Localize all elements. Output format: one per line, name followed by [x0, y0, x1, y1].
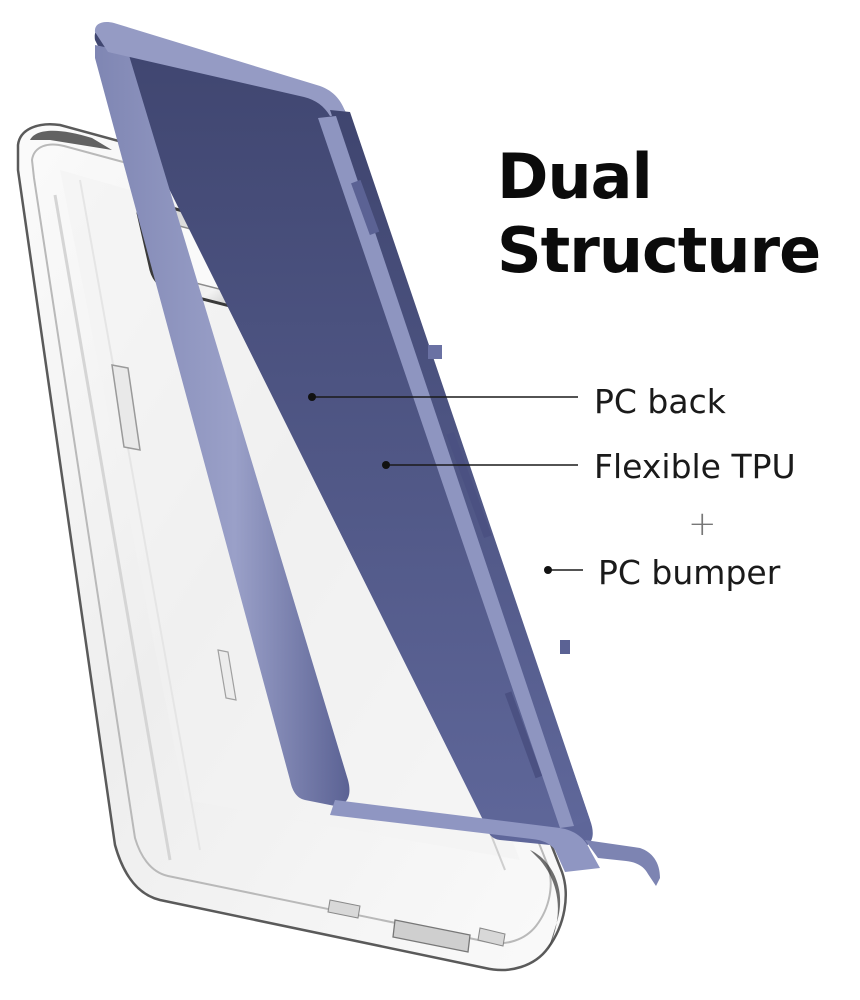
bumper-marker: [544, 566, 552, 574]
pc-bumper-frame: [94, 22, 660, 886]
headline: Dual Structure: [497, 140, 821, 288]
tpu-marker: [382, 461, 390, 469]
callout-pc-bumper: PC bumper: [598, 553, 781, 592]
callout-pc-back: PC back: [594, 382, 726, 421]
callout-flexible-tpu: Flexible TPU: [594, 447, 796, 486]
headline-line-1: Dual: [497, 140, 653, 213]
callout-plus-sign: +: [688, 504, 717, 544]
headline-line-2: Structure: [497, 214, 821, 287]
callout-lines: [312, 396, 583, 571]
pc-back-marker: [308, 393, 316, 401]
